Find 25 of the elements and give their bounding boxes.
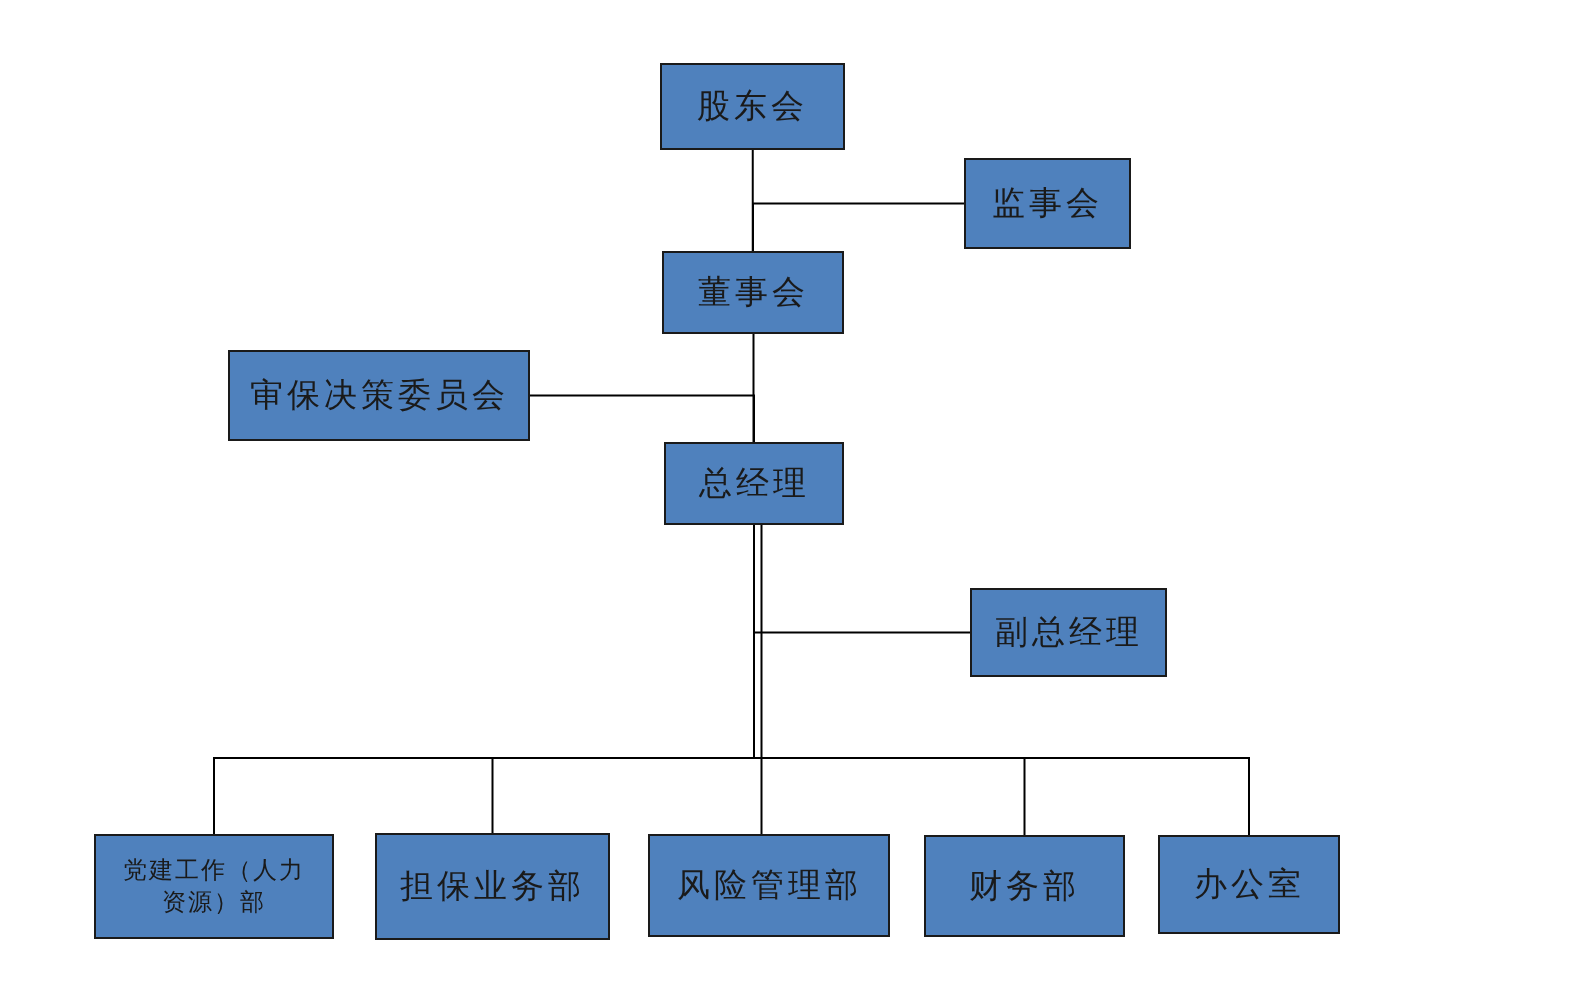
box-label: 风险管理部 — [676, 866, 862, 906]
org-box — [94, 834, 334, 939]
box-label: 财务部 — [969, 866, 1080, 906]
box-label: 办公室 — [1193, 865, 1305, 905]
org-box — [970, 588, 1167, 677]
org-box — [660, 63, 845, 150]
org-box — [924, 835, 1125, 937]
connector-line — [529, 394, 755, 443]
box-label: 党建工作（人力资源）部 — [122, 856, 306, 917]
org-box — [662, 251, 844, 334]
connector-line — [752, 202, 965, 252]
org-box — [648, 834, 890, 937]
org-box — [964, 158, 1131, 249]
org-box — [228, 350, 530, 441]
box-label: 副总经理 — [994, 613, 1143, 653]
box-label: 股东会 — [697, 87, 808, 127]
box-label: 总经理 — [698, 464, 810, 504]
box-label: 审保决策委员会 — [249, 376, 509, 416]
org-box — [1158, 835, 1340, 934]
org-box — [375, 833, 610, 940]
org-box — [664, 442, 844, 525]
box-label: 董事会 — [697, 273, 809, 313]
box-label: 担保业务部 — [400, 867, 585, 907]
box-label: 监事会 — [992, 184, 1103, 224]
connector-line — [760, 524, 763, 835]
